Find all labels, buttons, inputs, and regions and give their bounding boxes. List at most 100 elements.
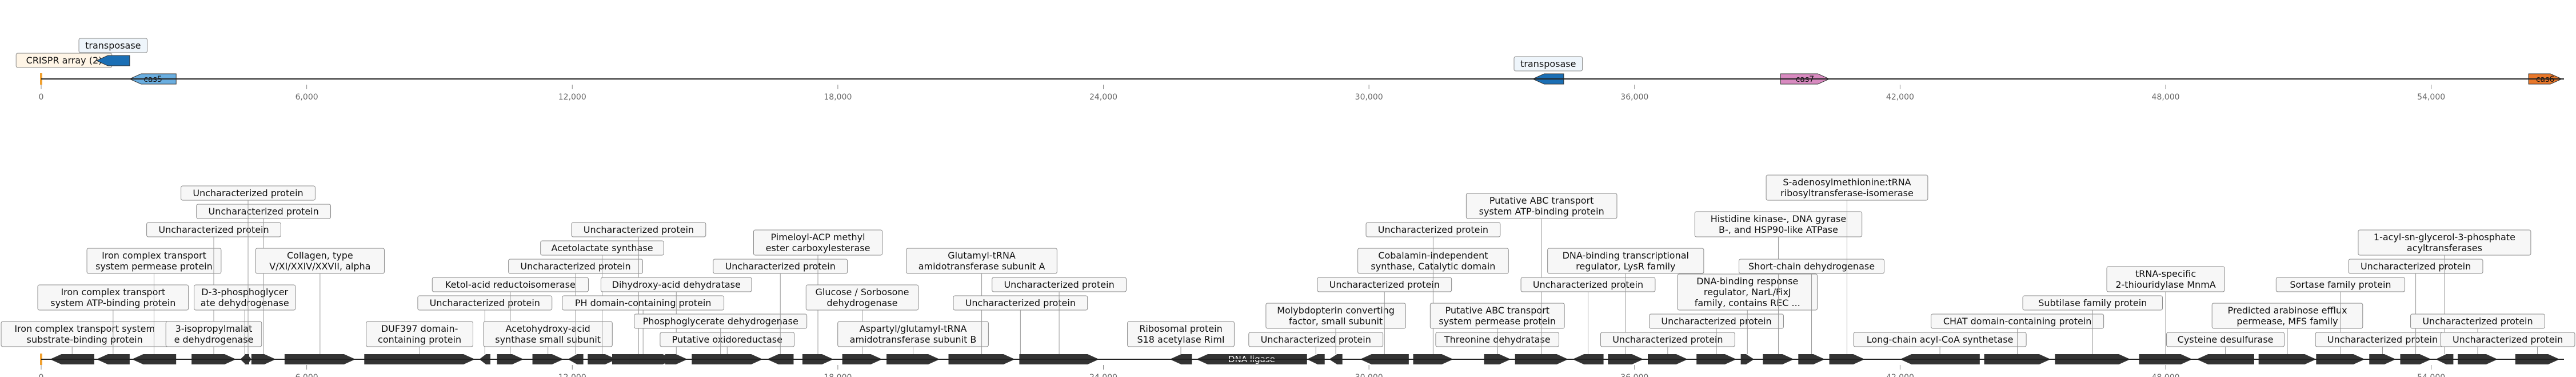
genome-axis-tick-label: 18,000 [824, 373, 852, 377]
svg-text:Uncharacterized protein: Uncharacterized protein [1378, 224, 1488, 235]
cas-axis-tick-label: 42,000 [1886, 93, 1914, 102]
svg-text:Uncharacterized protein: Uncharacterized protein [1004, 279, 1114, 290]
genome-axis-tick-label: 30,000 [1355, 373, 1383, 377]
svg-text:amidotransferase subunit A: amidotransferase subunit A [918, 261, 1045, 272]
gene-label: Acetolactate synthase [540, 240, 664, 256]
svg-text:Uncharacterized protein: Uncharacterized protein [208, 206, 318, 217]
transposase2-label: transposase [1513, 56, 1583, 72]
svg-text:Ketol-acid reductoisomerase: Ketol-acid reductoisomerase [445, 279, 576, 290]
gene-label: Uncharacterized protein [1317, 277, 1452, 292]
gene-label: Subtilase family protein [2022, 295, 2163, 311]
svg-text:Aspartyl/glutamyl-tRNA: Aspartyl/glutamyl-tRNA [860, 323, 967, 334]
cas-axis-tick-label: 30,000 [1355, 93, 1383, 102]
svg-text:amidotransferase subunit B: amidotransferase subunit B [850, 334, 977, 345]
svg-text:Cysteine desulfurase: Cysteine desulfurase [2178, 334, 2274, 345]
svg-text:Uncharacterized protein: Uncharacterized protein [1261, 334, 1371, 345]
svg-text:Uncharacterized protein: Uncharacterized protein [2422, 316, 2533, 327]
genome-axis-tick-label: 54,000 [2417, 373, 2445, 377]
svg-text:DNA-binding response: DNA-binding response [1696, 276, 1798, 287]
cas-track: CRISPR array (2)cas5transposasetransposa… [15, 38, 2564, 85]
svg-text:Uncharacterized protein: Uncharacterized protein [520, 261, 630, 272]
svg-text:ate dehydrogenase: ate dehydrogenase [201, 297, 289, 308]
svg-text:e dehydrogenase: e dehydrogenase [174, 334, 254, 345]
genome-axis-tick-label: 24,000 [1089, 373, 1117, 377]
svg-text:family, contains REC ...: family, contains REC ... [1695, 297, 1800, 308]
svg-text:Short-chain dehydrogenase: Short-chain dehydrogenase [1748, 261, 1875, 272]
gene-label: Uncharacterized protein [1520, 277, 1656, 292]
gene-label: Uncharacterized protein [146, 222, 281, 237]
gene-label: Uncharacterized protein [2348, 259, 2483, 274]
cas-axis-tick-label: 36,000 [1620, 93, 1648, 102]
svg-text:Uncharacterized protein: Uncharacterized protein [965, 297, 1076, 308]
svg-text:synthase small subunit: synthase small subunit [495, 334, 601, 345]
cas-axis-tick-label: 48,000 [2152, 93, 2180, 102]
svg-text:Iron complex transport system: Iron complex transport system [14, 323, 155, 334]
svg-text:Sortase family protein: Sortase family protein [2290, 279, 2391, 290]
svg-text:acyltransferases: acyltransferases [2407, 243, 2482, 253]
gene-label: Short-chain dehydrogenase [1739, 259, 1885, 274]
genome-axis-tick-label: 42,000 [1886, 373, 1914, 377]
svg-text:Subtilase family protein: Subtilase family protein [2038, 297, 2147, 308]
svg-text:Glucose / Sorbosone: Glucose / Sorbosone [816, 287, 909, 297]
svg-text:V/XI/XXIV/XXVII, alpha: V/XI/XXIV/XXVII, alpha [269, 261, 370, 272]
gene-label: DUF397 domain-containing protein [366, 321, 474, 347]
svg-text:system permease protein: system permease protein [95, 261, 213, 272]
svg-text:permease, MFS family: permease, MFS family [2236, 316, 2338, 327]
svg-text:transposase: transposase [1520, 58, 1576, 69]
svg-text:Predicted arabinose efflux: Predicted arabinose efflux [2227, 305, 2347, 316]
svg-text:DUF397 domain-: DUF397 domain- [381, 323, 458, 334]
svg-text:3-isopropylmalat: 3-isopropylmalat [175, 323, 253, 334]
svg-text:Uncharacterized protein: Uncharacterized protein [2453, 334, 2563, 345]
transposase1-gene[interactable] [95, 55, 130, 66]
gene-label: Dihydroxy-acid dehydratase [600, 277, 752, 292]
svg-text:regulator, NarL/FixJ: regulator, NarL/FixJ [1704, 287, 1791, 297]
svg-text:Acetohydroxy-acid: Acetohydroxy-acid [506, 323, 590, 334]
gene-label: Uncharacterized protein [181, 185, 315, 201]
gene-label: Uncharacterized protein [992, 277, 1127, 292]
svg-text:CRISPR array (2): CRISPR array (2) [26, 55, 102, 66]
cas-axis-tick-label: 0 [39, 93, 44, 102]
svg-text:DNA-binding transcriptional: DNA-binding transcriptional [1563, 250, 1689, 261]
svg-text:Uncharacterized protein: Uncharacterized protein [2361, 261, 2471, 272]
svg-text:Collagen, type: Collagen, type [287, 250, 353, 261]
svg-text:CHAT domain-containing protein: CHAT domain-containing protein [1943, 316, 2092, 327]
svg-text:Uncharacterized protein: Uncharacterized protein [1661, 316, 1771, 327]
svg-text:Uncharacterized protein: Uncharacterized protein [725, 261, 836, 272]
cas-axis-tick-label: 6,000 [295, 93, 318, 102]
svg-text:system ATP-binding protein: system ATP-binding protein [50, 297, 175, 308]
genome-axis-tick-label: 6,000 [295, 373, 318, 377]
gene-label: Uncharacterized protein [508, 259, 643, 274]
cas-axis-tick-label: 24,000 [1089, 93, 1117, 102]
genome-axis-tick-label: 48,000 [2152, 373, 2180, 377]
gene-label: Uncharacterized protein [417, 295, 553, 311]
gene-label: Uncharacterized protein [196, 204, 332, 219]
svg-text:Iron complex transport: Iron complex transport [102, 250, 206, 261]
svg-text:Long-chain acyl-CoA synthetase: Long-chain acyl-CoA synthetase [1867, 334, 2014, 345]
gene-label: Cysteine desulfurase [2166, 332, 2285, 347]
svg-text:Uncharacterized protein: Uncharacterized protein [584, 224, 694, 235]
svg-text:2-thiouridylase MnmA: 2-thiouridylase MnmA [2115, 279, 2215, 290]
gene-label: 1-acyl-sn-glycerol-3-phosphateacyltransf… [2358, 229, 2531, 256]
svg-text:tRNA-specific: tRNA-specific [2135, 268, 2196, 279]
svg-text:Phosphoglycerate dehydrogenase: Phosphoglycerate dehydrogenase [643, 316, 798, 327]
gene-label: Uncharacterized protein [1248, 332, 1384, 347]
gene-label: S-adenosylmethionine:tRNAribosyltransfer… [1766, 174, 1928, 201]
gene-label: Uncharacterized protein [571, 222, 706, 237]
svg-text:Uncharacterized protein: Uncharacterized protein [158, 224, 269, 235]
svg-text:S18 acetylase RimI: S18 acetylase RimI [1137, 334, 1224, 345]
gene-label: Phosphoglycerate dehydrogenase [634, 313, 808, 329]
svg-text:Uncharacterized protein: Uncharacterized protein [2327, 334, 2438, 345]
